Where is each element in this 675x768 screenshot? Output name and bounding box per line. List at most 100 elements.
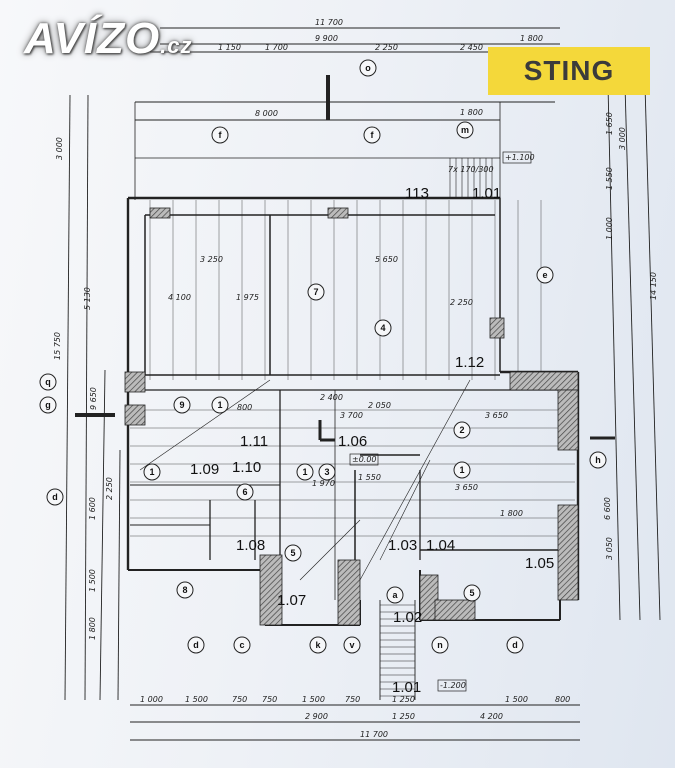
dimension-right: 1 650: [605, 112, 614, 135]
room-label: 113: [405, 185, 429, 202]
grid-axis-label: e: [542, 270, 547, 280]
dimension-inner: 3 700: [340, 411, 363, 420]
dimension-top: 11 700: [315, 18, 343, 27]
dimension-bottom: 750: [345, 695, 360, 704]
grid-axis-label: d: [193, 640, 199, 650]
dimension-left: 1 800: [88, 617, 97, 640]
grid-axis-marker-icon: [46, 488, 64, 506]
grid-axis-label: o: [365, 63, 371, 73]
grid-axis-label: f: [371, 130, 375, 140]
grid-axis-label: 8: [182, 585, 187, 595]
grid-axis-marker-icon: [386, 586, 404, 604]
dimension-top: 1 800: [460, 108, 483, 117]
dimension-inner: 1 550: [358, 473, 381, 482]
dimension-top: 1 150: [218, 43, 241, 52]
room-label: 1.12: [455, 354, 484, 371]
grid-axis-label: h: [595, 455, 601, 465]
dimension-left: 5 130: [83, 287, 92, 310]
room-label: 1.09: [190, 461, 219, 478]
grid-axis-marker-icon: [176, 581, 194, 599]
grid-axis-marker-icon: [359, 59, 377, 77]
grid-axis-label: 1: [217, 400, 222, 410]
grid-axis-label: 1: [149, 467, 154, 477]
dimension-inner: 2 250: [450, 298, 473, 307]
room-label: 1.01: [472, 185, 501, 202]
dimension-bottom: 11 700: [360, 730, 388, 739]
dimension-top: 1 700: [265, 43, 288, 52]
dimension-left: 1 500: [88, 569, 97, 592]
grid-axis-marker-icon: [187, 636, 205, 654]
dimension-inner: 5 650: [375, 255, 398, 264]
dimension-inner: 4 100: [168, 293, 191, 302]
grid-axis-label: 7: [313, 287, 318, 297]
hatched-wall: [124, 371, 146, 393]
plan-line: [607, 84, 621, 621]
dimension-top: 2 250: [375, 43, 398, 52]
level-box: [349, 453, 379, 466]
grid-axis-label: c: [239, 640, 244, 650]
logo-name: AVÍZO: [24, 14, 161, 63]
hatched-wall: [259, 554, 283, 626]
grid-axis-label: q: [45, 377, 51, 387]
grid-axis-marker-icon: [143, 463, 161, 481]
room-label: 1.10: [232, 459, 261, 476]
grid-axis-marker-icon: [233, 636, 251, 654]
hatched-wall: [509, 371, 579, 391]
level-mark: ±0.00: [352, 455, 377, 464]
dimension-right: 1 000: [605, 217, 614, 240]
plan-line: [299, 519, 361, 581]
room-label: 1.02: [393, 609, 422, 626]
hatched-wall: [327, 207, 349, 219]
hatched-wall: [149, 207, 171, 219]
plan-line: [64, 94, 71, 701]
hatched-wall: [434, 599, 476, 621]
grid-axis-label: d: [512, 640, 518, 650]
grid-axis-label: 3: [324, 467, 329, 477]
dimension-inner: 1 800: [500, 509, 523, 518]
dimension-right: 1 550: [605, 167, 614, 190]
grid-axis-label: g: [45, 400, 51, 410]
grid-axis-label: 2: [459, 425, 464, 435]
dimension-bottom: 750: [262, 695, 277, 704]
hatched-wall: [557, 389, 579, 451]
dimension-inner: 2 050: [368, 401, 391, 410]
logo-domain: .cz: [160, 33, 193, 58]
grid-axis-marker-icon: [309, 636, 327, 654]
plan-line: [84, 94, 89, 701]
grid-axis-label: k: [315, 640, 321, 650]
grid-axis-marker-icon: [589, 451, 607, 469]
dimension-bottom: 1 500: [302, 695, 325, 704]
grid-axis-label: 1: [302, 467, 307, 477]
dimension-right: 3 050: [605, 537, 614, 560]
grid-axis-label: 6: [242, 487, 247, 497]
grid-axis-marker-icon: [307, 283, 325, 301]
grid-axis-marker-icon: [456, 121, 474, 139]
dimension-inner: 800: [237, 403, 252, 412]
grid-axis-marker-icon: [453, 461, 471, 479]
dimension-inner: 1 970: [312, 479, 335, 488]
dimension-bottom: 800: [555, 695, 570, 704]
dimension-right: 6 600: [603, 497, 612, 520]
dimension-top: 8 000: [255, 109, 278, 118]
dimension-left: 2 250: [105, 477, 114, 500]
level-mark: -1.200: [440, 681, 466, 690]
level-box: [437, 679, 467, 692]
dimension-right: 14 150: [649, 272, 658, 300]
grid-axis-marker-icon: [39, 373, 57, 391]
grid-axis-label: n: [437, 640, 443, 650]
dimension-bottom: 1 000: [140, 695, 163, 704]
plan-line: [359, 379, 471, 581]
hatched-wall: [489, 317, 505, 339]
plan-line: [644, 84, 661, 621]
dimension-bottom: 1 250: [392, 695, 415, 704]
grid-axis-marker-icon: [211, 396, 229, 414]
dimension-left: 3 000: [55, 137, 64, 160]
grid-axis-label: 5: [290, 548, 295, 558]
grid-axis-marker-icon: [173, 396, 191, 414]
dimension-bottom: 1 500: [185, 695, 208, 704]
room-label: 1.05: [525, 555, 554, 572]
grid-axis-marker-icon: [39, 396, 57, 414]
sting-brand-badge: STING: [488, 47, 650, 95]
dimension-inner: 2 400: [320, 393, 343, 402]
